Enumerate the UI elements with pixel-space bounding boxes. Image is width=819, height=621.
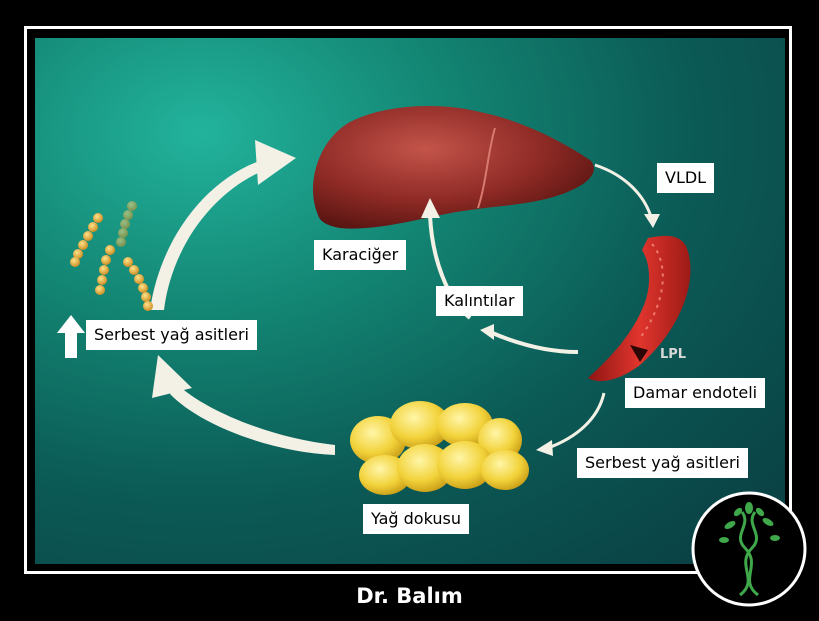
arrow-vessel-to-adipose	[536, 392, 606, 456]
arrow-vessel-to-remnants	[480, 324, 579, 354]
arrow-fatty-acids-to-liver	[150, 140, 296, 310]
label-free-fatty-acids-right: Serbest yağ asitleri	[577, 448, 748, 478]
label-adipose-tissue: Yağ dokusu	[363, 504, 469, 534]
label-vessel-endothelium: Damar endoteli	[625, 378, 766, 408]
label-liver: Karaciğer	[314, 240, 407, 270]
liver-shape	[313, 106, 594, 229]
arrow-adipose-to-fatty-acids	[152, 355, 335, 455]
dna-tree-logo-icon	[691, 491, 807, 607]
up-arrow-icon	[57, 315, 85, 358]
fatty-acid-chains	[70, 201, 153, 311]
caption-author: Dr. Balım	[356, 584, 463, 608]
blood-vessel	[588, 235, 691, 382]
label-lpl: LPL	[660, 347, 687, 362]
label-free-fatty-acids-left: Serbest yağ asitleri	[86, 320, 257, 350]
adipose-tissue	[350, 401, 529, 495]
label-remnants: Kalıntılar	[436, 286, 523, 316]
label-vldl: VLDL	[657, 163, 715, 193]
arrow-liver-to-vessel	[594, 163, 660, 228]
